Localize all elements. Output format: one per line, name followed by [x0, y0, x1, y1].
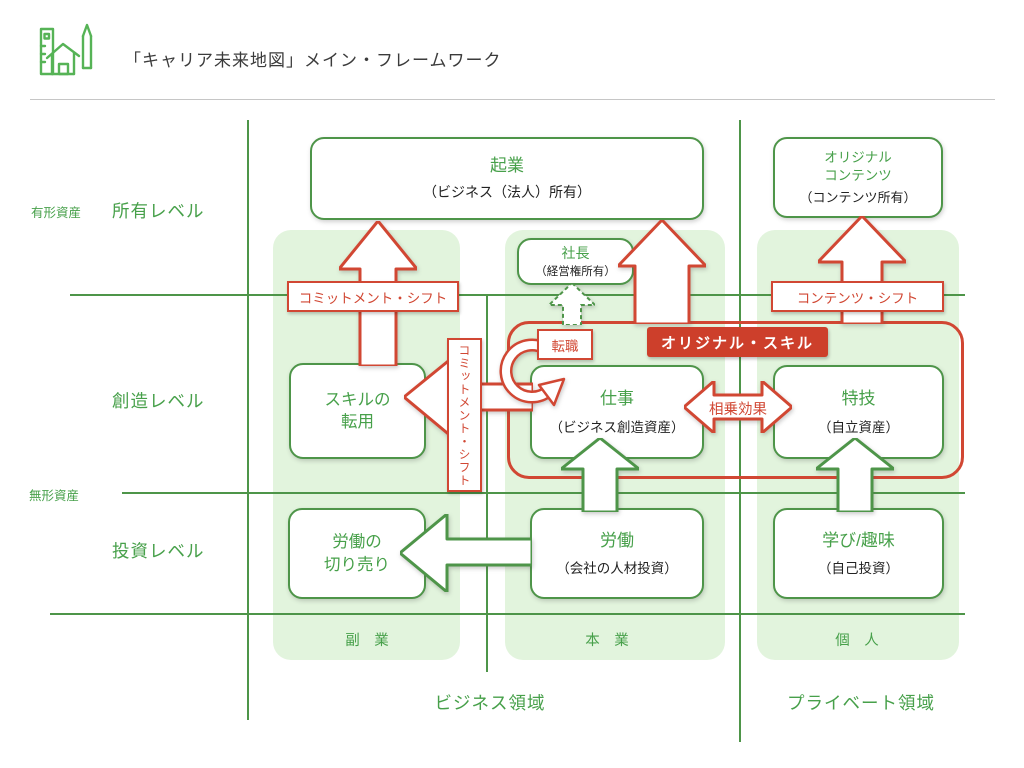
box-skill-reuse: スキルの 転用: [289, 363, 426, 459]
box-skill-reuse-title1: スキルの: [324, 390, 391, 409]
grid-vline-middle: [486, 294, 488, 672]
arrow-labor-to-work: [561, 438, 639, 512]
box-labor: 労働 （会社の人材投資）: [530, 508, 704, 599]
label-commitment-shift: コミットメント・シフト: [287, 281, 459, 312]
box-skill-reuse-title2: 転用: [341, 413, 374, 431]
row-label-intangible: 無形資産: [29, 489, 80, 503]
arrow-work-to-startup: [618, 220, 706, 324]
box-labor-selloff-title1: 労働の: [332, 533, 382, 552]
label-job-change: 転職: [537, 329, 593, 360]
arrow-work-to-president-dotted: [549, 283, 595, 325]
arrow-synergy-double: [684, 381, 792, 433]
box-president: 社長 （経営権所有）: [517, 238, 634, 285]
area-label-business: ビジネス領域: [434, 693, 546, 713]
box-specialty-title: 特技: [841, 389, 876, 409]
box-labor-selloff: 労働の 切り売り: [288, 508, 426, 599]
box-original-contents: オリジナル コンテンツ （コンテンツ所有）: [773, 137, 943, 218]
box-specialty-subtitle: （自立資産）: [818, 419, 899, 435]
box-labor-subtitle: （会社の人材投資）: [556, 561, 678, 577]
box-labor-selloff-title2: 切り売り: [324, 555, 390, 574]
grid-hline-intangible: [122, 492, 965, 494]
label-commitment-shift-vertical: コミットメント・シフト: [447, 338, 482, 492]
box-learning: 学び/趣味 （自己投資）: [773, 508, 944, 599]
box-president-title: 社長: [561, 244, 590, 261]
page-title: 「キャリア未来地図」メイン・フレームワーク: [124, 51, 502, 70]
column-label-main-business: 本 業: [585, 633, 629, 649]
arrow-learning-to-specialty: [816, 438, 894, 512]
label-synergy: 相乗効果: [709, 402, 767, 418]
grid-hline-bottom: [50, 613, 965, 615]
arrow-labor-to-selloff: [400, 514, 532, 592]
label-contents-shift: コンテンツ・シフト: [771, 281, 944, 312]
box-original-contents-title1: オリジナル: [824, 150, 892, 166]
column-label-side-business: 副 業: [345, 633, 389, 649]
city-house-pencil-icon: [39, 23, 93, 76]
grid-vline-right: [739, 120, 741, 742]
area-label-private: プライベート領域: [787, 693, 935, 713]
box-startup-title: 起業: [490, 155, 524, 175]
label-original-skill: オリジナル・スキル: [647, 327, 828, 357]
box-president-subtitle: （経営権所有）: [535, 266, 616, 279]
box-startup: 起業 （ビジネス（法人）所有）: [310, 137, 704, 220]
box-work-title: 仕事: [600, 389, 634, 409]
box-learning-subtitle: （自己投資）: [818, 561, 899, 577]
grid-vline-left: [247, 120, 249, 720]
box-learning-title: 学び/趣味: [822, 530, 895, 550]
header-divider: [30, 99, 995, 100]
box-original-contents-subtitle: （コンテンツ所有）: [799, 189, 917, 205]
box-startup-subtitle: （ビジネス（法人）所有）: [423, 184, 591, 201]
arrow-specialty-to-contents: [818, 216, 906, 324]
column-label-personal: 個 人: [835, 633, 879, 649]
row-label-investment: 投資レベル: [112, 541, 205, 561]
grid-hline-ownership: [70, 294, 965, 296]
box-original-contents-title2: コンテンツ: [824, 168, 892, 183]
box-work-subtitle: （ビジネス創造資産）: [549, 419, 685, 435]
row-label-ownership: 所有レベル: [112, 201, 205, 221]
row-label-tangible: 有形資産: [31, 206, 82, 220]
arrow-jobchange-loop: [498, 334, 574, 412]
box-labor-title: 労働: [600, 530, 634, 550]
row-label-creation: 創造レベル: [112, 391, 205, 411]
